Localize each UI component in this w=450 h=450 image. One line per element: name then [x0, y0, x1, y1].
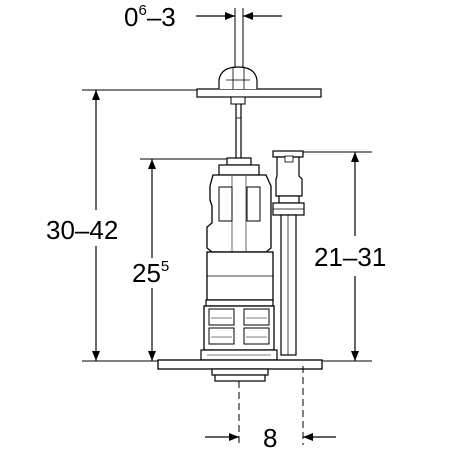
overall-height-label: 30–42: [46, 215, 118, 245]
valve-height-dimension: 255: [132, 158, 227, 361]
overflow-pipe: [272, 150, 305, 356]
actuating-rod: [235, 104, 242, 158]
valve-height-label: 255: [132, 258, 169, 288]
overall-height-dimension: 30–42: [46, 89, 197, 362]
bottom-offset-label: 8: [263, 423, 277, 450]
top-gap-label: 06–3: [124, 2, 176, 32]
flush-valve: [200, 157, 278, 361]
bottom-offset-dimension: 8: [205, 423, 336, 450]
top-gap-dimension: 06–3: [124, 2, 282, 70]
base-plate: [157, 359, 323, 382]
overflow-height-label: 21–31: [314, 242, 386, 272]
overflow-height-dimension: 21–31: [303, 151, 386, 362]
actuator-button: [196, 66, 322, 105]
